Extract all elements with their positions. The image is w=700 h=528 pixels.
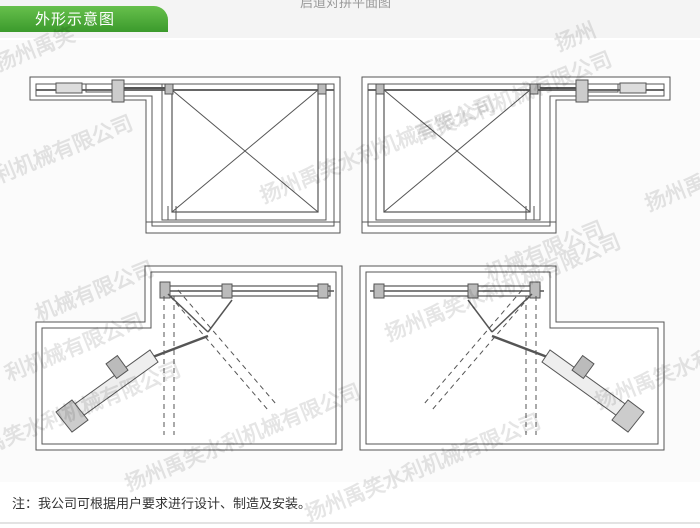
br-arm-a [491,293,533,333]
tl-outer-wall [29,76,341,234]
tr-outer-wall [361,76,671,234]
bl-leaf-open-diagonal [169,289,277,411]
bl-hoist-motor [55,399,89,433]
tr-hoist-motor [619,82,647,94]
bl-hinge-b [221,283,233,299]
br-outer-wall [359,265,665,451]
tr-inner-wall [367,83,665,227]
title-tab: 外形示意图 [0,6,168,32]
bl-hoist-rod [149,334,209,360]
tl-gate-frame [161,83,327,221]
bl-hinge-a [159,281,171,299]
bl-inner-wall [41,271,337,445]
br-hinge-c [529,281,541,299]
tr-hoist-drum [587,83,619,93]
footnote: 注：我公司可根据用户要求进行设计、制造及安装。 [12,497,312,512]
tr-cross-b [383,89,531,213]
bottom-divider [0,522,700,524]
br-hoist-collar [571,354,595,380]
tl-hoist-motor [55,82,83,94]
tl-hinge-left [164,83,174,95]
bl-arm-a [167,293,209,333]
br-hinge-b [467,283,479,299]
tr-hoist-body [575,79,589,103]
bl-hinge-c [317,283,329,299]
diagram-bottom-left [35,265,343,451]
br-arm-b [467,299,493,333]
page-title: 外形示意图 [34,10,115,28]
br-hoist-rod [491,334,551,360]
br-hoist-motor [611,399,645,433]
tl-hoist-body [111,79,125,103]
bl-outer-wall [35,265,343,451]
br-leaf-open-diagonal [423,289,531,411]
bl-arm-b [207,299,233,333]
tl-inner-wall [35,83,335,227]
br-hinge-a [373,283,385,299]
diagram-top-right [361,76,671,234]
tl-cross-b [171,89,319,213]
diagram-top-left [29,76,341,234]
tr-gate-frame [375,83,541,221]
tr-hinge-left [375,83,385,95]
tr-hinge-right [529,83,539,95]
diagram-bottom-right [359,265,665,451]
tl-hinge-right [317,83,327,95]
bl-hoist-collar [105,354,129,380]
gate-layout-diagram [29,76,671,451]
br-inner-wall [365,271,659,445]
cut-off-heading: 启道对拼平面图 [300,0,392,11]
